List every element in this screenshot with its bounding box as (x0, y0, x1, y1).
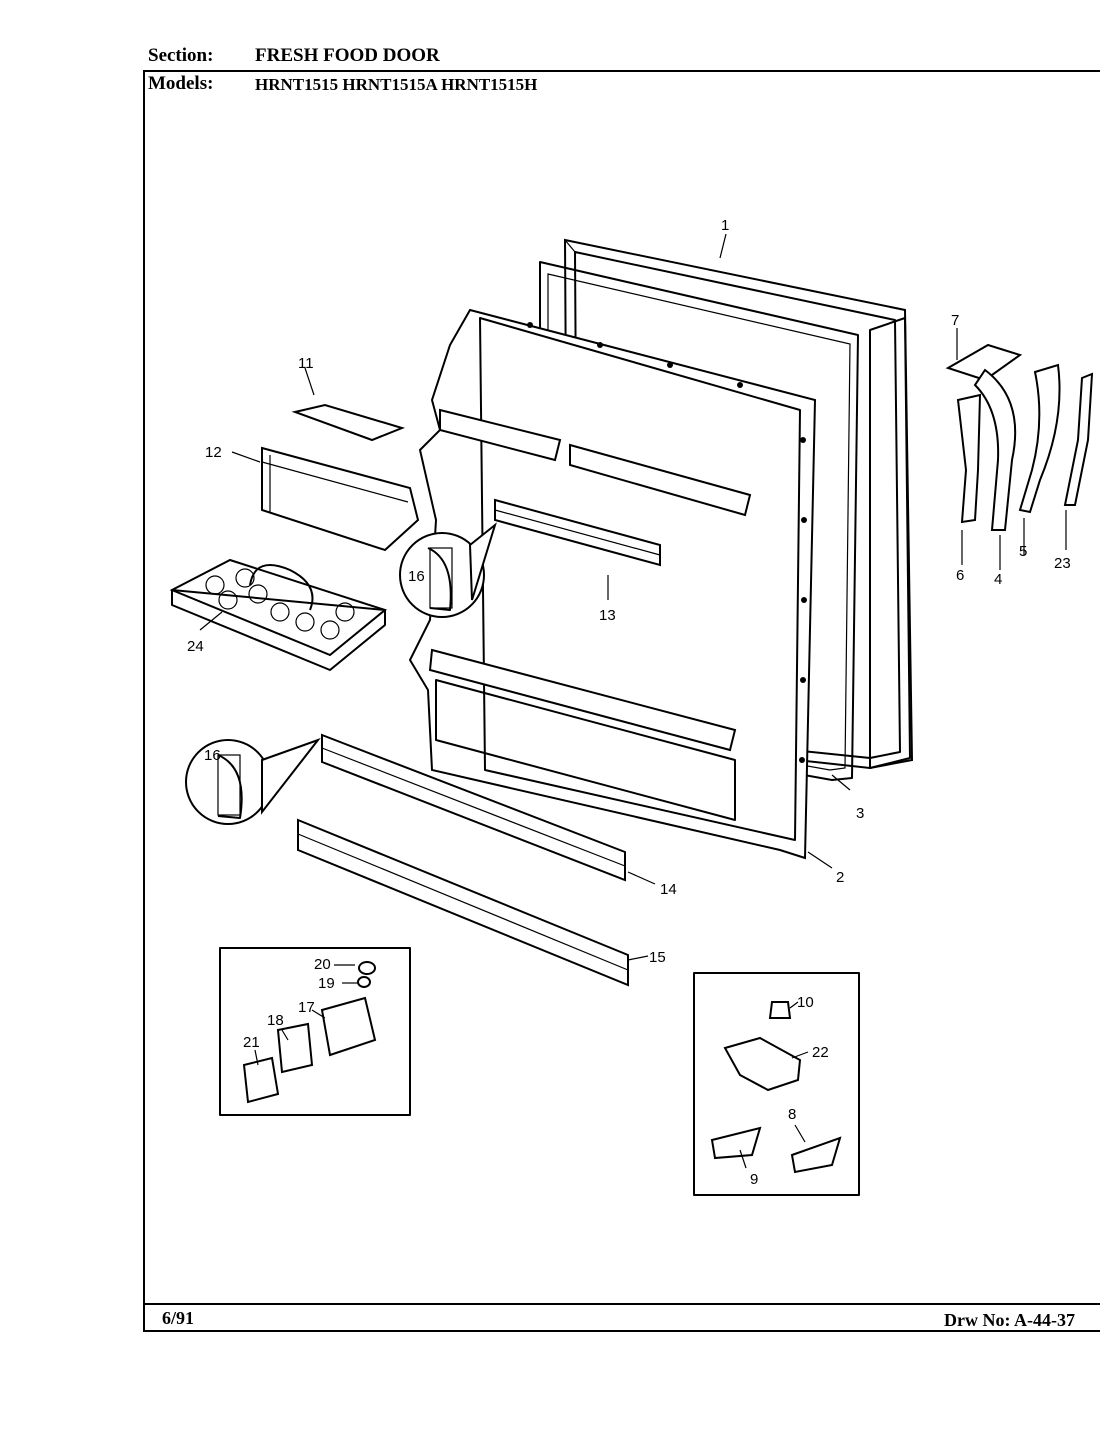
drawing-number: Drw No: A-44-37 (944, 1310, 1075, 1330)
top-hinge-bracket (945, 343, 1023, 382)
dairy-compartment (261, 446, 420, 552)
callout-19: 19 (318, 975, 335, 992)
callout-20: 20 (314, 956, 331, 973)
hinge-strip-23 (1063, 372, 1094, 506)
footer-rule-top (143, 1303, 1100, 1305)
header-rule (143, 70, 1100, 72)
upper-shelf-bar (494, 498, 661, 567)
section-label: Section: (148, 45, 214, 66)
section-title: FRESH FOOD DOOR (255, 45, 440, 66)
egg-cups (205, 568, 355, 640)
callout-16-lower: 16 (204, 747, 221, 764)
frame-left-border (143, 70, 145, 1332)
callout-6: 6 (956, 567, 964, 584)
hinge-cover-6 (956, 393, 982, 524)
bottom-shelf-bar (297, 818, 629, 987)
callout-24: 24 (187, 638, 204, 655)
callout-8: 8 (788, 1106, 796, 1123)
callout-5: 5 (1019, 543, 1027, 560)
callout-23: 23 (1054, 555, 1071, 572)
egg-tray (169, 558, 388, 671)
leader-lines (199, 233, 1067, 1169)
hinge-parts (945, 343, 1094, 531)
callout-9: 9 (750, 1171, 758, 1188)
callout-15: 15 (649, 949, 666, 966)
callout-22: 22 (812, 1044, 829, 1061)
callout-17: 17 (298, 999, 315, 1016)
callout-14: 14 (660, 881, 677, 898)
shelf-clip-detail-lower (185, 737, 321, 825)
callout-2: 2 (836, 869, 844, 886)
callout-21: 21 (243, 1034, 260, 1051)
models-list: HRNT1515 HRNT1515A HRNT1515H (255, 75, 538, 94)
hardware-kit-right (693, 972, 860, 1196)
callout-1: 1 (721, 217, 729, 234)
callout-10: 10 (797, 994, 814, 1011)
callout-3: 3 (856, 805, 864, 822)
inner-door-liner (408, 308, 817, 860)
callout-13: 13 (599, 607, 616, 624)
hinge-cover-4 (973, 368, 1017, 531)
dairy-door-cover (291, 403, 406, 442)
models-label: Models: (148, 73, 214, 94)
part-callouts: 1 2 3 4 5 6 7 8 9 10 11 12 13 14 15 16 1… (187, 217, 1071, 1188)
callout-18: 18 (267, 1012, 284, 1029)
drawing-date: 6/91 (162, 1308, 195, 1328)
liner-screw-dots (527, 322, 807, 763)
lower-shelf-bar (321, 733, 626, 882)
callout-7: 7 (951, 312, 959, 329)
hinge-trim-5 (1018, 363, 1061, 514)
callout-12: 12 (205, 444, 222, 461)
callout-4: 4 (994, 571, 1002, 588)
hardware-kit-left (219, 947, 411, 1116)
shelf-clip-detail-upper (399, 522, 497, 618)
footer-rule-bottom (143, 1330, 1100, 1332)
callout-16-upper: 16 (408, 568, 425, 585)
callout-11: 11 (298, 355, 314, 372)
